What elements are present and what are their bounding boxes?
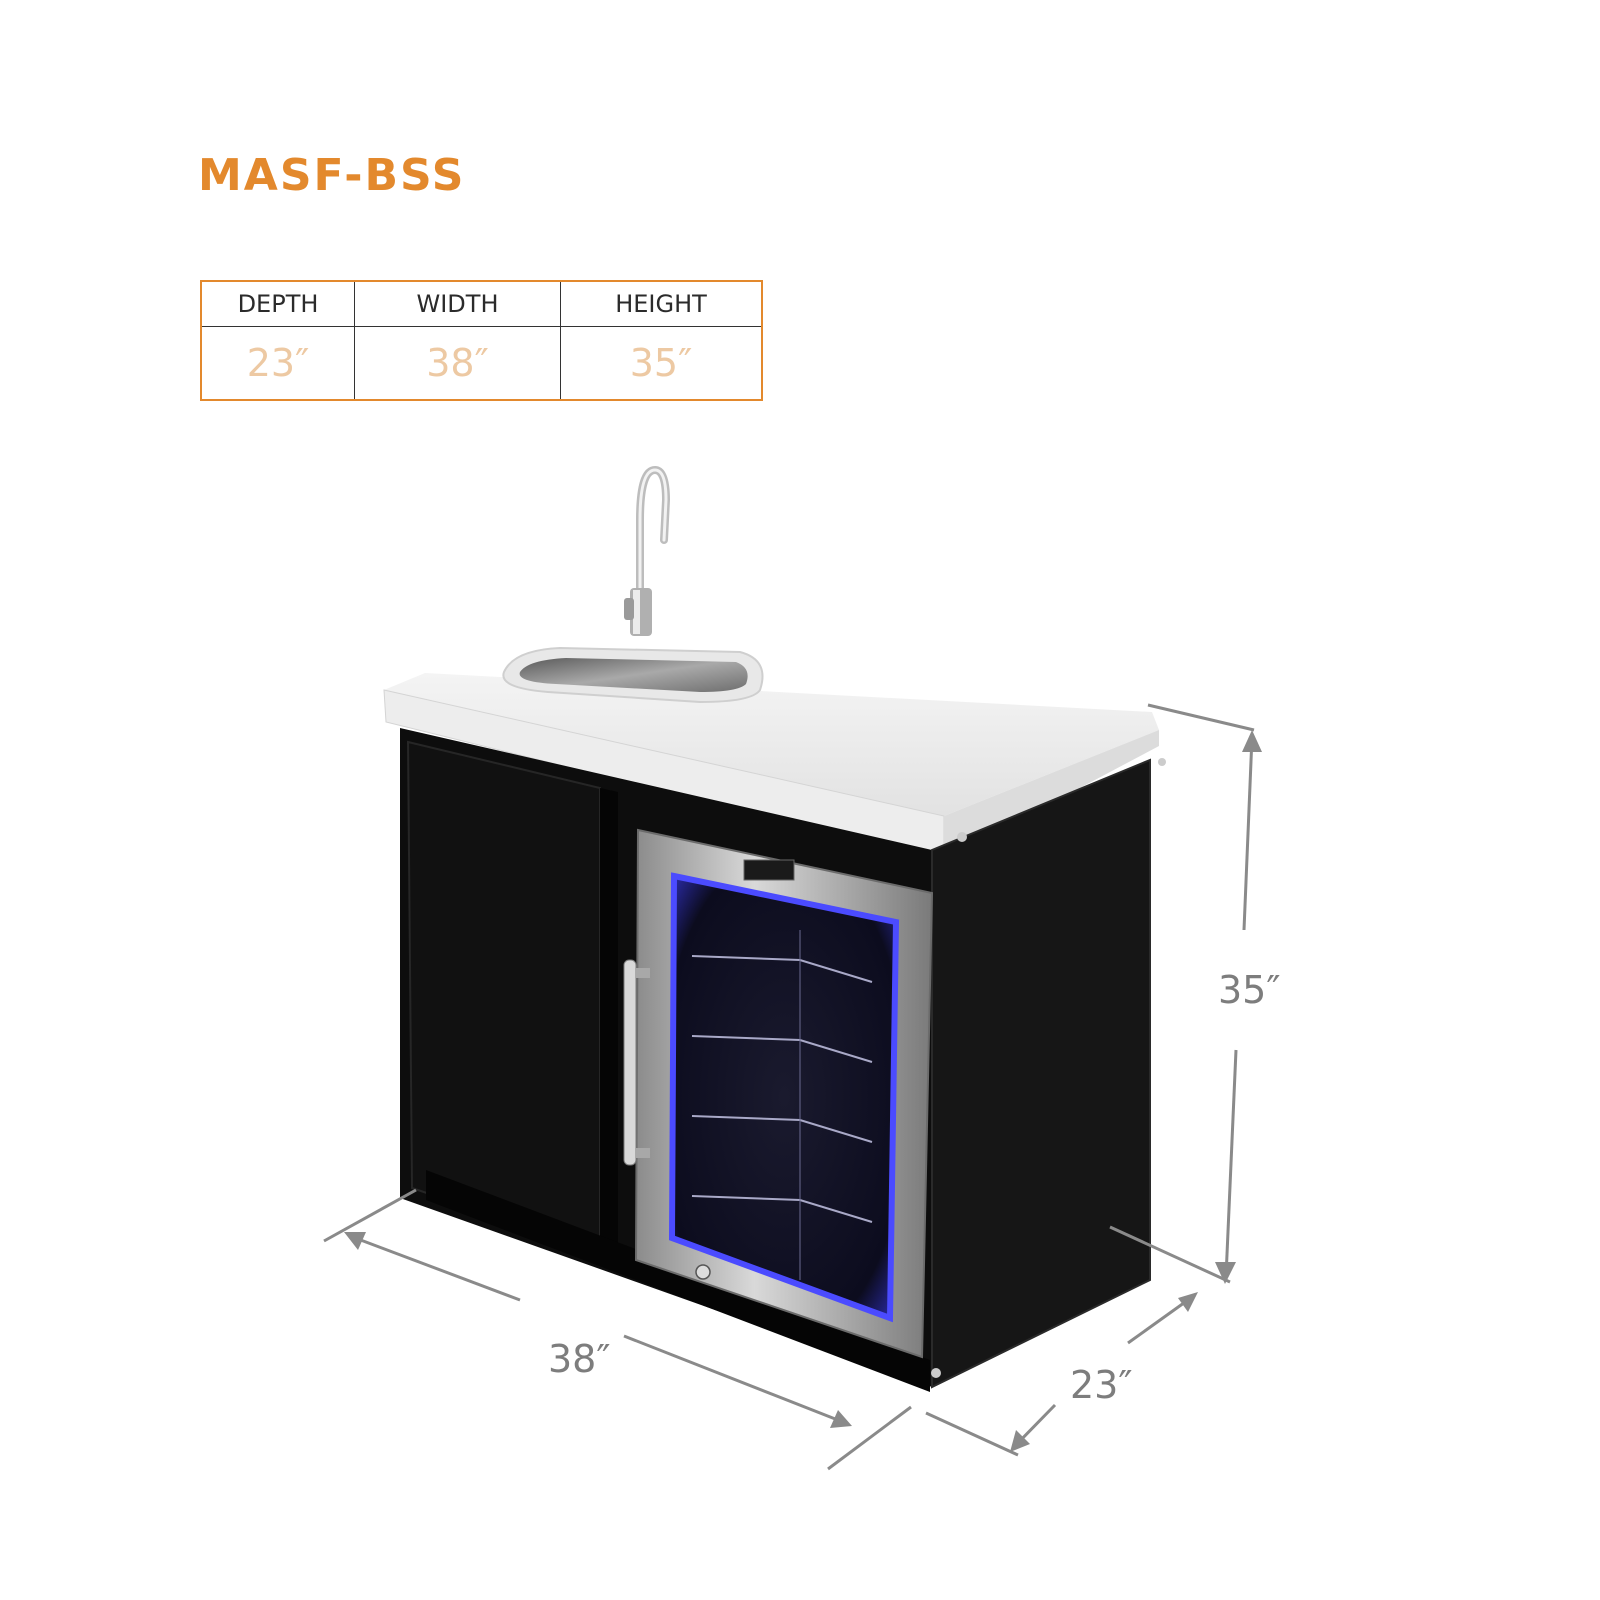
width-dimension-label: 38″ bbox=[548, 1337, 611, 1381]
width-dimension bbox=[323, 1188, 912, 1471]
lock-icon bbox=[695, 1264, 711, 1280]
height-dimension bbox=[1109, 703, 1262, 1284]
fridge-glass bbox=[668, 872, 900, 1323]
table-value-row: 23″ 38″ 35″ bbox=[201, 326, 762, 400]
sink-basin bbox=[502, 646, 764, 704]
fridge-handle[interactable] bbox=[623, 959, 650, 1166]
depth-dimension bbox=[925, 1292, 1198, 1457]
brand-badge bbox=[743, 859, 795, 881]
table-header-row: DEPTH WIDTH HEIGHT bbox=[201, 281, 762, 327]
value-width: 38″ bbox=[354, 326, 561, 400]
cabinet-side bbox=[932, 760, 1150, 1387]
header-depth: DEPTH bbox=[201, 281, 355, 327]
value-height: 35″ bbox=[560, 326, 762, 400]
fridge-shelves bbox=[691, 930, 873, 1280]
countertop bbox=[384, 673, 1159, 816]
faucet-icon bbox=[624, 465, 671, 636]
depth-dimension-label: 23″ bbox=[1070, 1363, 1133, 1407]
product-model-title: MASF-BSS bbox=[198, 150, 466, 201]
header-width: WIDTH bbox=[354, 281, 561, 327]
value-depth: 23″ bbox=[201, 326, 355, 400]
dimensions-table: DEPTH WIDTH HEIGHT 23″ 38″ 35″ bbox=[200, 280, 763, 401]
height-dimension-label: 35″ bbox=[1218, 968, 1281, 1012]
